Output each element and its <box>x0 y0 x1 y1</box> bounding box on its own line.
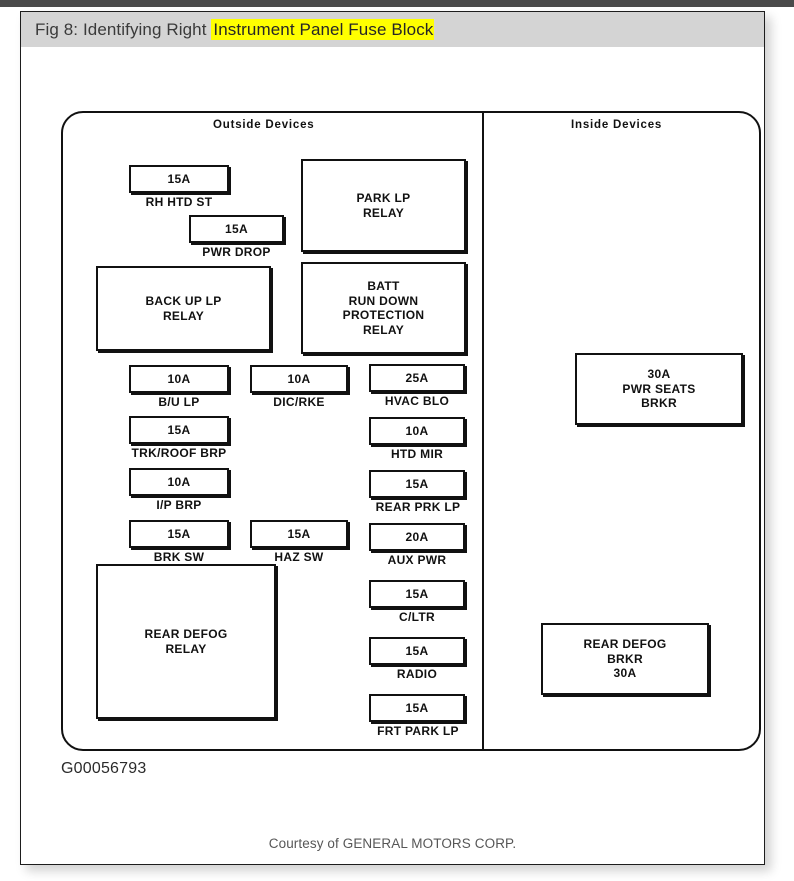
fuse-radio: 15A <box>369 637 465 665</box>
fuse-caption-radio: RADIO <box>396 667 438 681</box>
fuse-caption-i-p-brp: I/P BRP <box>156 498 202 512</box>
fuse-hvac-blo: 25A <box>369 364 465 392</box>
fuse-caption-frt-park-lp: FRT PARK LP <box>377 724 459 738</box>
box-text-line: 15A <box>405 586 429 601</box>
fuse-caption-aux-pwr: AUX PWR <box>387 553 447 567</box>
box-text-line: RELAY <box>165 641 207 656</box>
fuse-caption-dic-rke: DIC/RKE <box>273 395 325 409</box>
box-text-line: 15A <box>405 643 429 658</box>
box-text-line: PROTECTION <box>342 308 425 322</box>
browser-chrome-strip <box>0 0 794 7</box>
document-card: Fig 8: Identifying Right Instrument Pane… <box>20 11 765 865</box>
box-text-line: 15A <box>405 476 429 491</box>
fuse-i-p-brp: 10A <box>129 468 229 496</box>
figure-title-bar: Fig 8: Identifying Right Instrument Pane… <box>21 12 764 47</box>
box-text-line: RELAY <box>362 322 405 337</box>
fuse-brk-sw: 15A <box>129 520 229 548</box>
fuse-pwr-drop: 15A <box>189 215 284 243</box>
box-text-line: 15A <box>167 526 191 541</box>
fuse-caption-pwr-drop: PWR DROP <box>202 245 271 259</box>
box-text-line: RELAY <box>362 205 405 220</box>
title-highlighted-term: Instrument Panel Fuse Block <box>211 19 435 40</box>
fuse-caption-htd-mir: HTD MIR <box>390 447 444 461</box>
box-text-line: RUN DOWN <box>348 293 419 308</box>
box-text-line: 10A <box>405 423 429 438</box>
inside-devices-label: Inside Devices <box>571 119 663 131</box>
fuse-haz-sw: 15A <box>250 520 348 548</box>
box-text-line: 15A <box>405 700 429 715</box>
fuse-frt-park-lp: 15A <box>369 694 465 722</box>
box-text-line: 10A <box>167 474 191 489</box>
box-text-line: 30A <box>613 666 637 681</box>
box-text-line: 10A <box>167 371 191 386</box>
fuse-rh-htd-st: 15A <box>129 165 229 193</box>
fuse-c-ltr: 15A <box>369 580 465 608</box>
box-text-line: 10A <box>287 371 311 386</box>
box-text-line: 25A <box>405 370 429 385</box>
fuse-caption-haz-sw: HAZ SW <box>274 550 324 564</box>
courtesy-credit: Courtesy of GENERAL MOTORS CORP. <box>268 836 517 851</box>
fuse-block-diagram: Outside Devices Inside Devices 15A RH HTD… <box>41 99 761 751</box>
box-text-line: 30A <box>647 367 671 382</box>
box-text-line: 15A <box>167 422 191 437</box>
box-text-line: BATT <box>367 279 400 293</box>
fuse-caption-b-u-lp: B/U LP <box>158 395 200 409</box>
box-text-line: 15A <box>287 526 311 541</box>
box-text-line: REAR DEFOG <box>144 627 228 641</box>
box-text-line: PARK LP <box>356 191 411 205</box>
fuse-caption-rear-prk-lp: REAR PRK LP <box>375 500 461 514</box>
panel-divider <box>482 111 484 751</box>
figure-id-code: G00056793 <box>61 760 147 777</box>
fuse-dic-rke: 10A <box>250 365 348 393</box>
box-text-line: BACK UP LP <box>145 294 222 308</box>
title-prefix: Fig 8: Identifying Right <box>35 20 212 39</box>
fuse-htd-mir: 10A <box>369 417 465 445</box>
box-text-line: BRKR <box>641 396 677 411</box>
fuse-aux-pwr: 20A <box>369 523 465 551</box>
box-text-line: RELAY <box>162 308 205 323</box>
fuse-trk-roof-brp: 15A <box>129 416 229 444</box>
page-title: Fig 8: Identifying Right Instrument Pane… <box>35 19 435 40</box>
fuse-rear-prk-lp: 15A <box>369 470 465 498</box>
box-text-line: REAR DEFOG <box>583 637 667 652</box>
fuse-caption-hvac-blo: HVAC BLO <box>384 394 450 408</box>
box-text-line: 15A <box>225 221 248 236</box>
box-text-line: 20A <box>405 529 429 544</box>
fuse-caption-c-ltr: C/LTR <box>399 610 435 624</box>
fuse-caption-brk-sw: BRK SW <box>153 550 205 564</box>
fuse-b-u-lp: 10A <box>129 365 229 393</box>
box-text-line: PWR SEATS <box>622 381 696 396</box>
outside-devices-label: Outside Devices <box>213 119 315 131</box>
box-text-line: BRKR <box>607 651 643 666</box>
box-text-line: 15A <box>167 171 191 186</box>
fuse-caption-trk-roof-brp: TRK/ROOF BRP <box>131 446 227 460</box>
fuse-caption-rh-htd-st: RH HTD ST <box>145 195 213 209</box>
